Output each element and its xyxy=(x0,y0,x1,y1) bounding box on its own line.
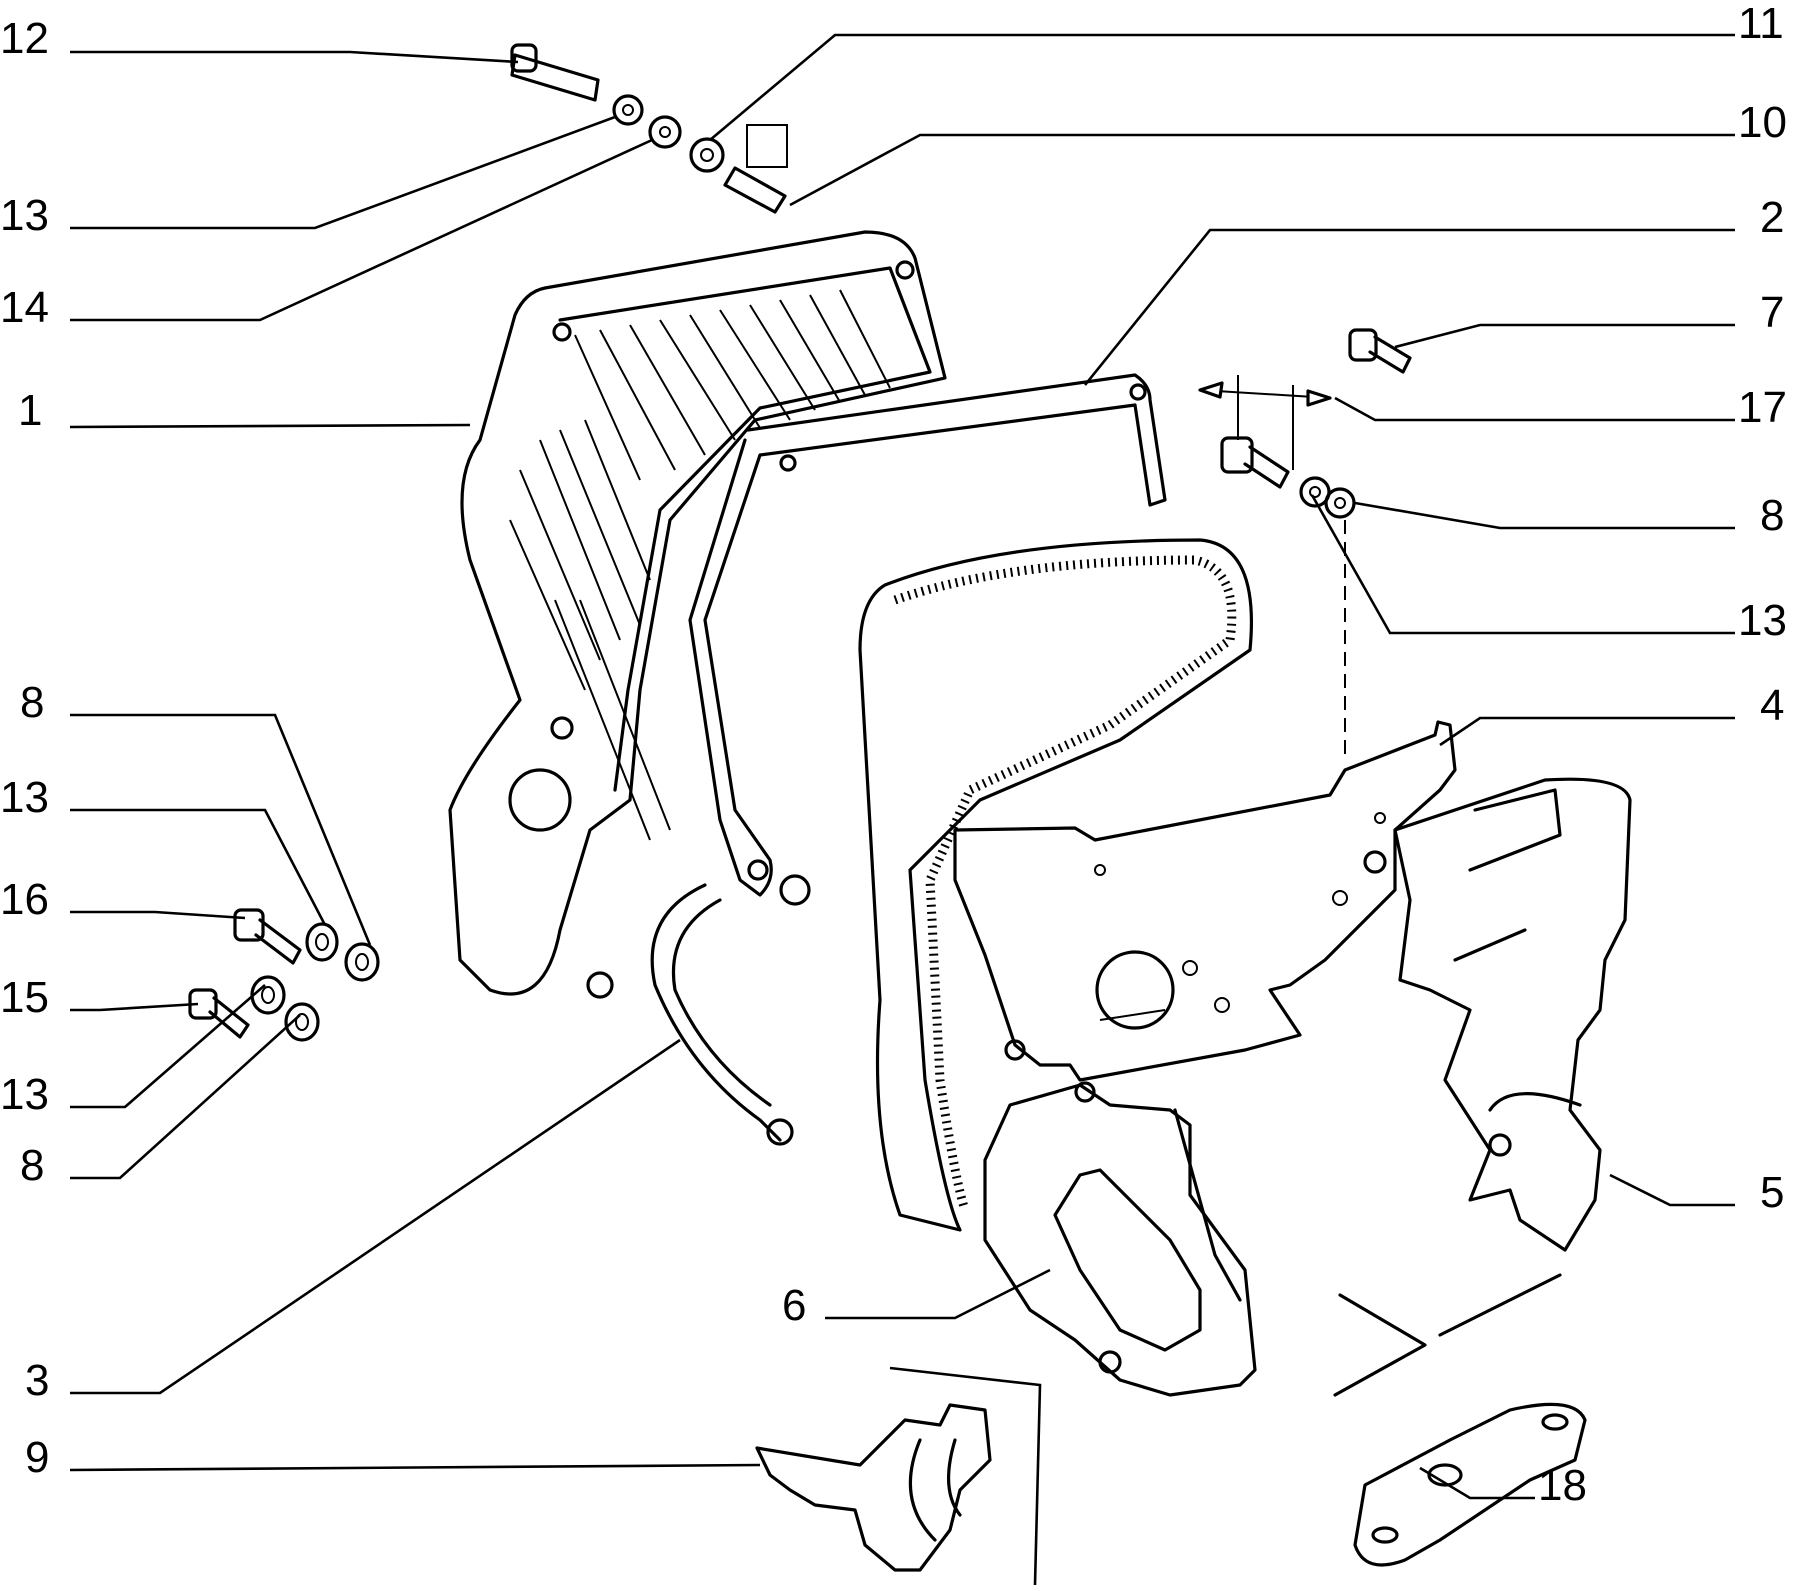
callout-5: 5 xyxy=(1760,1168,1784,1217)
part-6-lower-cover xyxy=(983,1081,1257,1397)
callout-13-top: 13 xyxy=(0,191,49,240)
callout-11: 11 xyxy=(1738,0,1784,48)
fastener-7-bolt xyxy=(1348,328,1412,374)
fastener-8-washer-left-lower xyxy=(284,1002,320,1042)
callout-17: 17 xyxy=(1738,383,1787,432)
leader-13-right xyxy=(1310,494,1735,635)
callout-1: 1 xyxy=(18,386,42,435)
part-4-rear-cover-plate xyxy=(953,720,1457,1082)
callout-numbers: 12 13 14 1 11 10 2 7 17 8 13 4 5 6 8 13 … xyxy=(0,0,1787,1510)
leader-2 xyxy=(1083,228,1735,386)
leader-9 xyxy=(69,1463,761,1472)
part-5-side-cover xyxy=(1363,777,1632,1252)
leader-8-left-lower xyxy=(70,1014,301,1180)
leader-18 xyxy=(1419,1466,1535,1500)
fastener-8-washer-left-upper xyxy=(344,942,380,982)
leader-13-left-upper xyxy=(70,808,327,926)
callout-12: 12 xyxy=(0,14,49,63)
callout-8-right: 8 xyxy=(1760,491,1784,540)
leader-15 xyxy=(70,1002,199,1012)
fastener-10-spacer xyxy=(723,124,788,214)
part-1-upper-timing-cover xyxy=(448,230,947,999)
callout-6: 6 xyxy=(782,1281,806,1330)
leader-11 xyxy=(709,33,1735,141)
callout-18: 18 xyxy=(1538,1461,1587,1510)
part-2-cover-gasket xyxy=(688,373,1167,906)
leader-9-bracket xyxy=(889,1366,1042,1586)
leader-5 xyxy=(1609,1173,1735,1207)
fastener-16-bolt xyxy=(233,908,302,965)
part-18-mounting-bracket xyxy=(1333,1273,1587,1567)
callout-9: 9 xyxy=(25,1433,49,1482)
fastener-14-washer-top xyxy=(648,115,682,149)
callout-10: 10 xyxy=(1738,98,1787,147)
timing-belt xyxy=(858,538,1254,1232)
fastener-17-bolt xyxy=(1198,375,1332,489)
part-9-retaining-clip xyxy=(755,1403,992,1572)
leader-7 xyxy=(1394,323,1735,349)
leader-6 xyxy=(825,1268,1051,1320)
callout-7: 7 xyxy=(1760,288,1784,337)
fastener-15-bolt xyxy=(188,988,250,1039)
leader-4 xyxy=(1439,716,1735,747)
leader-12 xyxy=(70,50,519,64)
leader-8-left-upper xyxy=(70,713,372,946)
callout-13-left-upper: 13 xyxy=(0,773,49,822)
callout-13-right: 13 xyxy=(1738,596,1787,645)
callout-2: 2 xyxy=(1760,193,1784,242)
callout-4: 4 xyxy=(1760,681,1784,730)
callout-8-left-lower: 8 xyxy=(20,1141,44,1190)
leader-13-top xyxy=(70,115,616,230)
part-3-arc-seal xyxy=(650,883,794,1146)
callout-16: 16 xyxy=(0,875,49,924)
callout-15: 15 xyxy=(0,973,49,1022)
leader-1 xyxy=(69,423,471,429)
fastener-13-washer-left-lower xyxy=(250,975,286,1015)
callout-13-left-lower: 13 xyxy=(0,1070,49,1119)
fastener-12-bolt xyxy=(510,43,600,102)
leader-3 xyxy=(70,1038,681,1395)
fastener-11-bushing xyxy=(689,137,725,173)
leader-8-right xyxy=(1354,501,1735,530)
fastener-13-washer-top xyxy=(612,94,644,126)
leader-16 xyxy=(70,910,246,920)
fastener-8-washer-right xyxy=(1324,487,1356,760)
leader-17 xyxy=(1334,396,1735,422)
leader-14 xyxy=(70,138,653,322)
fastener-13-washer-left-upper xyxy=(305,922,339,962)
callout-14: 14 xyxy=(0,283,49,332)
leader-lines xyxy=(69,33,1735,1586)
callout-8-left-upper: 8 xyxy=(20,678,44,727)
callout-3: 3 xyxy=(25,1356,49,1405)
leader-13-left-lower xyxy=(70,984,266,1109)
leader-10 xyxy=(789,133,1735,207)
